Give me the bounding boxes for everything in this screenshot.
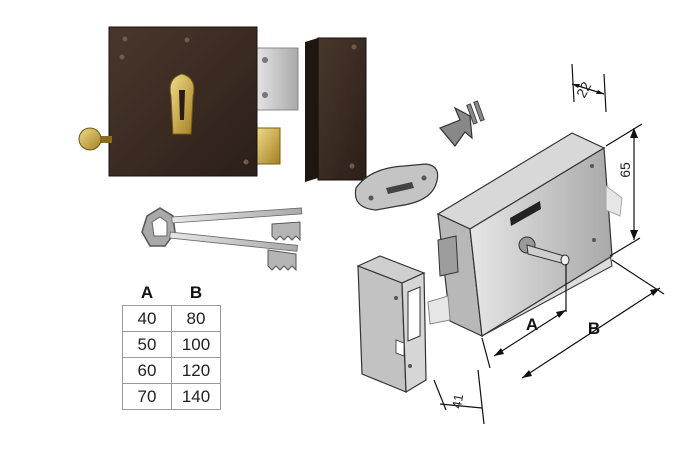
dimension-arrowheads (494, 84, 660, 378)
table-row: 50 100 (122, 331, 221, 358)
knob-stem (94, 136, 112, 143)
table-row: 60 120 (122, 357, 221, 384)
table-cell-b: 100 (171, 331, 221, 358)
lock-bolt-plate (254, 47, 299, 111)
table-cell-b: 120 (171, 357, 221, 384)
table-cell-b: 140 (171, 383, 221, 410)
column-header-a: A (140, 283, 154, 302)
knob (78, 127, 102, 151)
size-table-header: A B (123, 283, 221, 306)
keeper-photo (305, 37, 367, 182)
table-row: 70 140 (122, 383, 221, 410)
dim-a-label: A (526, 315, 538, 334)
lock-box-face (469, 146, 613, 338)
table-cell-a: 50 (122, 331, 172, 358)
table-cell-a: 60 (122, 357, 172, 384)
keys-photo (141, 207, 303, 272)
dim-b-label: B (588, 319, 600, 338)
table-cell-a: 70 (122, 383, 172, 410)
table-row: 40 80 (122, 305, 221, 332)
lock-photo (78, 26, 299, 177)
lock-box-drawing (427, 132, 623, 338)
insert-direction-arrow-icon (439, 100, 485, 147)
lock-latch (255, 127, 281, 165)
keeper-box-drawing (356, 255, 427, 394)
table-cell-b: 80 (171, 305, 221, 332)
dim-keeper-depth-label: 41 (449, 393, 466, 410)
escutcheon-plate-drawing (354, 163, 439, 211)
column-header-b: B (189, 283, 203, 302)
dimension-lines (433, 63, 665, 425)
dim-height-label: 65 (617, 162, 633, 178)
size-table: A B 40 80 50 100 60 120 70 140 (122, 283, 221, 410)
dim-thickness-label: 22 (573, 79, 595, 100)
table-cell-a: 40 (122, 305, 172, 332)
